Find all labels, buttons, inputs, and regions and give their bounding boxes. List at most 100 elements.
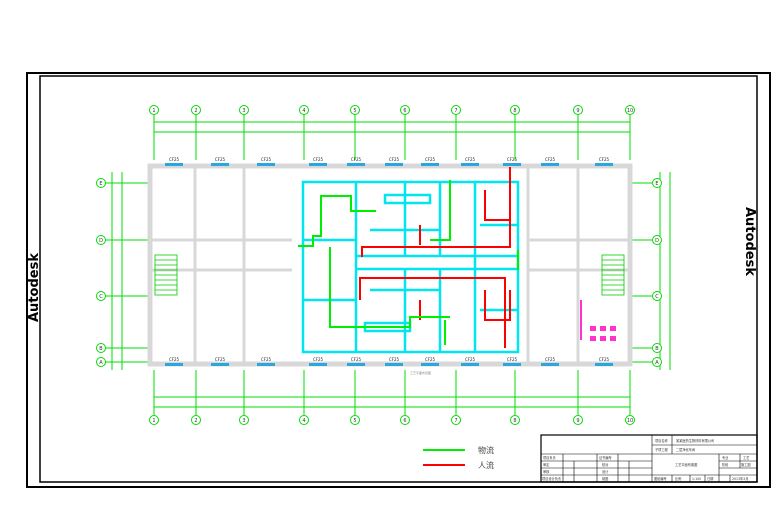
window: CF25 xyxy=(257,357,275,366)
axis-label: 8 xyxy=(513,418,516,424)
company-name: 某某医药生物材料有限公司 xyxy=(676,438,714,443)
axis-label: 9 xyxy=(576,418,579,424)
axis-label: 2 xyxy=(194,108,197,114)
window-label: CF25 xyxy=(313,157,324,162)
axis-label: A xyxy=(99,360,103,366)
window: CF25 xyxy=(461,357,479,366)
axis-label: D xyxy=(655,238,659,244)
axis-bubble-A: A xyxy=(96,357,106,367)
axis-bubble-E: E xyxy=(96,178,106,188)
window: CF25 xyxy=(385,157,403,166)
axis-label: 6 xyxy=(403,418,406,424)
window-label: CF25 xyxy=(545,357,556,362)
axis-label: 9 xyxy=(576,108,579,114)
window: CF25 xyxy=(165,157,183,166)
axis-bubble-5: 5 xyxy=(350,415,360,425)
axis-label: 7 xyxy=(454,418,457,424)
title-block: 项目名称 某某医药生物材料有限公司 子项工程 二层净化车间 工艺平面布置图 项目… xyxy=(540,434,758,483)
axis-label: 10 xyxy=(627,108,633,114)
tb-mid-4: 制图 xyxy=(602,476,608,481)
window-label: CF25 xyxy=(545,157,556,162)
plan-caption: 工艺平面布置图 xyxy=(410,370,431,375)
window-label: CF25 xyxy=(507,357,518,362)
date-value: 2013年3月 xyxy=(732,476,749,481)
project-label: 子项工程 xyxy=(655,447,669,452)
window: CF25 xyxy=(165,357,183,366)
date-label: 日期 xyxy=(707,476,713,481)
drawing-title: 工艺平面布置图 xyxy=(675,462,697,467)
window: CF25 xyxy=(541,357,559,366)
axis-label: 5 xyxy=(353,418,356,424)
axis-bubble-4: 4 xyxy=(299,105,309,115)
axis-label: 10 xyxy=(627,418,633,424)
project-name: 二层净化车间 xyxy=(676,447,695,452)
window-label: CF25 xyxy=(425,157,436,162)
inner-frame xyxy=(39,75,758,483)
personnel-flow-lines xyxy=(359,167,511,348)
window-label: CF25 xyxy=(389,357,400,362)
window: CF25 xyxy=(309,157,327,166)
axis-label: 3 xyxy=(242,418,245,424)
major-value: 工艺 xyxy=(743,455,749,460)
company-label: 项目名称 xyxy=(655,438,669,443)
axis-bubble-7: 7 xyxy=(451,105,461,115)
dimension-lines xyxy=(111,121,671,408)
axis-label: C xyxy=(655,294,659,300)
outer-frame xyxy=(26,72,771,488)
axis-bubble-3: 3 xyxy=(239,105,249,115)
window: CF25 xyxy=(421,357,439,366)
window-label: CF25 xyxy=(507,157,518,162)
legend-personnel-label: 人流 xyxy=(478,460,494,470)
axis-label: 3 xyxy=(242,108,245,114)
axis-label: 4 xyxy=(302,418,305,424)
axis-bubble-C: C xyxy=(96,291,106,301)
window-label: CF25 xyxy=(599,157,610,162)
window: CF25 xyxy=(503,157,521,166)
axis-label: 1 xyxy=(152,418,155,424)
tb-mid-1: 证书编号 xyxy=(599,455,612,460)
interior-walls xyxy=(150,168,630,362)
axis-bubble-6: 6 xyxy=(400,105,410,115)
axis-bubble-3: 3 xyxy=(239,415,249,425)
window: CF25 xyxy=(503,357,521,366)
axis-bubble-D: D xyxy=(96,235,106,245)
window-label: CF25 xyxy=(261,157,272,162)
scale-label: 比例 xyxy=(675,476,681,481)
window: CF25 xyxy=(211,157,229,166)
axis-bubble-8: 8 xyxy=(510,415,520,425)
axis-bubble-D: D xyxy=(652,235,662,245)
window: CF25 xyxy=(347,157,365,166)
axis-bubble-C: C xyxy=(652,291,662,301)
major-label: 专业 xyxy=(722,455,728,460)
windows: CF25CF25CF25CF25CF25CF25CF25CF25CF25CF25… xyxy=(165,157,613,366)
window: CF25 xyxy=(595,357,613,366)
window-label: CF25 xyxy=(599,357,610,362)
window-label: CF25 xyxy=(465,157,476,162)
axis-label: B xyxy=(655,346,659,352)
window: CF25 xyxy=(461,157,479,166)
window-label: CF25 xyxy=(465,357,476,362)
window-label: CF25 xyxy=(425,357,436,362)
axis-bubble-10: 10 xyxy=(625,415,635,425)
axis-bubble-2: 2 xyxy=(191,105,201,115)
axis-bubble-B: B xyxy=(652,343,662,353)
scale-value: 1:100 xyxy=(692,477,701,481)
axis-bubble-4: 4 xyxy=(299,415,309,425)
axis-bubble-5: 5 xyxy=(350,105,360,115)
axis-label: A xyxy=(655,360,659,366)
window-label: CF25 xyxy=(351,157,362,162)
tb-mid-2: 校对 xyxy=(602,462,609,467)
axis-bubble-6: 6 xyxy=(400,415,410,425)
window: CF25 xyxy=(421,157,439,166)
window: CF25 xyxy=(211,357,229,366)
tb-left-3: 审核 xyxy=(543,469,550,474)
axis-bubble-A: A xyxy=(652,357,662,367)
window: CF25 xyxy=(309,357,327,366)
axis-bubble-1: 1 xyxy=(149,105,159,115)
window-label: CF25 xyxy=(261,357,272,362)
axis-label: 6 xyxy=(403,108,406,114)
axis-label: 7 xyxy=(454,108,457,114)
stairs xyxy=(154,254,625,296)
